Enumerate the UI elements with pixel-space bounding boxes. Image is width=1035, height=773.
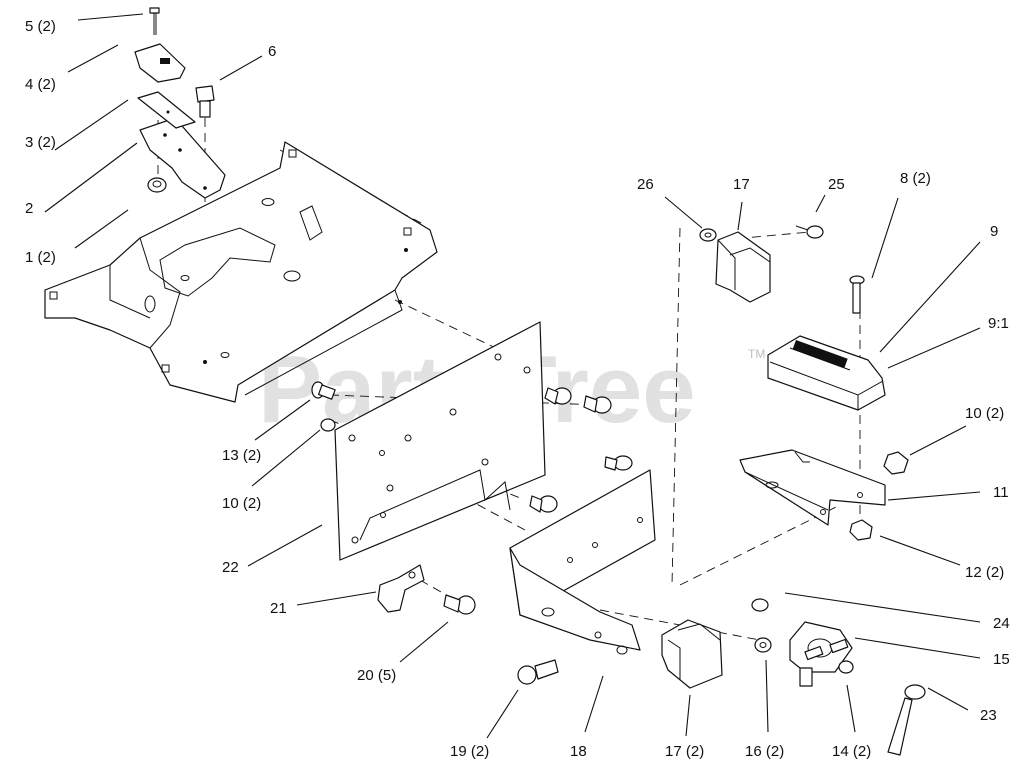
hex-bolt-20 [443, 594, 476, 615]
screw-25 [795, 225, 824, 239]
callout-22: 22 [222, 559, 239, 576]
callout-19: 19 (2) [450, 743, 489, 760]
leader-lines [44, 13, 981, 739]
screw-8 [849, 275, 865, 314]
callout-17-bottom: 17 (2) [665, 743, 704, 760]
callout-8: 8 (2) [900, 170, 931, 187]
callout-3: 3 (2) [25, 134, 56, 151]
main-mounting-plate [44, 141, 438, 403]
hex-nut-14 [838, 660, 854, 674]
battery-cable [887, 684, 926, 756]
cable-clamp [377, 564, 425, 613]
hex-nut-12 [849, 519, 873, 541]
ignition-switch [767, 335, 886, 411]
callout-10-right: 10 (2) [965, 405, 1004, 422]
switch-bracket [139, 117, 226, 199]
insulator-plate [137, 91, 196, 129]
callout-6: 6 [268, 43, 276, 60]
cap-screw-bolt [195, 85, 215, 118]
l-bracket [509, 469, 656, 655]
hex-nut-10b [883, 451, 909, 475]
callout-9-1: 9:1 [988, 315, 1009, 332]
callout-20: 20 (5) [357, 667, 396, 684]
callout-25: 25 [828, 176, 845, 193]
callout-13: 13 (2) [222, 447, 261, 464]
hex-bolt-19 [517, 659, 559, 685]
hex-nut-10a [320, 418, 336, 432]
relay-bottom [661, 619, 723, 689]
callout-12: 12 (2) [965, 564, 1004, 581]
micro-switch [134, 43, 186, 83]
callout-21: 21 [270, 600, 287, 617]
carriage-bolt-13 [311, 381, 336, 400]
callout-4: 4 (2) [25, 76, 56, 93]
callout-17-top: 17 [733, 176, 750, 193]
callout-16: 16 (2) [745, 743, 784, 760]
callout-15: 15 [993, 651, 1010, 668]
starter-solenoid [789, 621, 853, 687]
callout-10-left: 10 (2) [222, 495, 261, 512]
plate-bolts [529, 387, 633, 513]
nut-small [147, 177, 167, 193]
relay-top [715, 231, 771, 303]
switch-mount-bracket [739, 449, 886, 526]
washer-26 [699, 228, 717, 242]
control-plate [334, 321, 546, 561]
watermark-trademark: TM [748, 347, 765, 361]
screw-24 [751, 598, 769, 612]
callout-26: 26 [637, 176, 654, 193]
washer-16 [754, 637, 772, 653]
callout-23: 23 [980, 707, 997, 724]
callout-labels: 5 (2) 4 (2) 3 (2) 2 1 (2) 6 26 17 25 8 (… [25, 18, 1010, 760]
callout-1: 1 (2) [25, 249, 56, 266]
callout-5: 5 (2) [25, 18, 56, 35]
callout-18: 18 [570, 743, 587, 760]
callout-9: 9 [990, 223, 998, 240]
callout-2: 2 [25, 200, 33, 217]
callout-14: 14 (2) [832, 743, 871, 760]
callout-24: 24 [993, 615, 1010, 632]
callout-11: 11 [993, 484, 1009, 501]
switch-screw [149, 7, 160, 35]
